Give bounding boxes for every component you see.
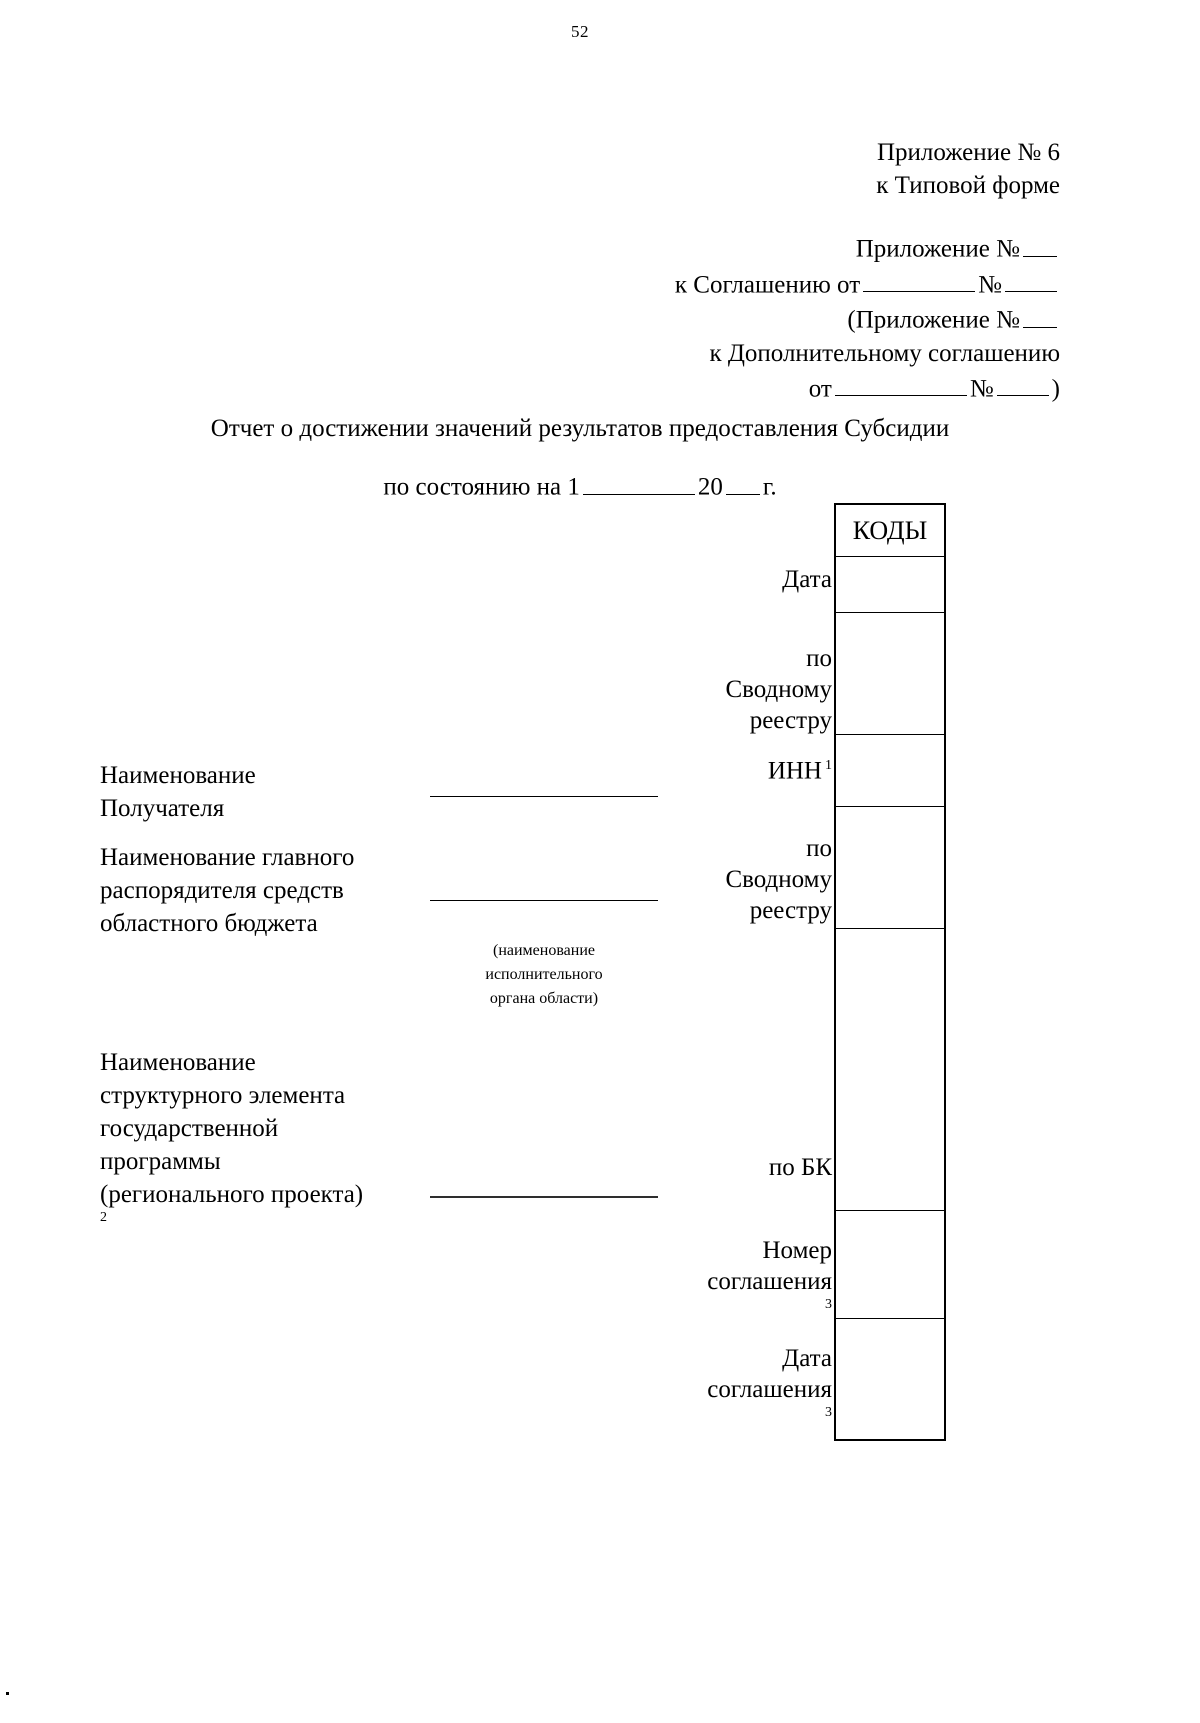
row-label-agreement-number: Номер соглашения 3	[502, 1204, 832, 1344]
executive-body-caption: (наименование исполнительного органа обл…	[404, 915, 684, 1011]
label-recipient-name-text: Наименование Получателя	[100, 762, 256, 822]
agreement-number-blank[interactable]	[1005, 266, 1057, 292]
report-month-blank[interactable]	[582, 468, 695, 495]
codes-table-header: КОДЫ	[836, 505, 944, 557]
header-spacer	[520, 202, 1060, 230]
label-chief-manager-text: Наименование главного распорядителя сред…	[100, 844, 355, 937]
sub-appendix-label: (Приложение №	[847, 306, 1020, 334]
appendix-number-line: Приложение №	[520, 230, 1060, 266]
codes-cell-date[interactable]	[836, 557, 944, 613]
date-prefix-label: по состоянию на 1	[383, 473, 580, 501]
row-label-consolidated-registry-2-text: по Сводному реестру	[725, 835, 832, 924]
row-label-date: Дата	[502, 564, 832, 595]
row-label-inn-text: ИНН	[767, 757, 822, 785]
document-title: Отчет о достижении значений результатов …	[210, 415, 950, 442]
agreement-prefix-label: к Соглашению от	[674, 271, 861, 298]
supplementary-date-blank[interactable]	[834, 370, 967, 396]
agreement-number-label: №	[978, 271, 1002, 298]
row-label-consolidated-registry-text: по Сводному реестру	[725, 645, 832, 734]
codes-cell-inn[interactable]	[836, 735, 944, 807]
close-paren: )	[1051, 375, 1060, 402]
appendix-header-block: Приложение № 6 к Типовой форме Приложени…	[520, 136, 1060, 405]
label-program-element: Наименование структурного элемента госуд…	[100, 1013, 460, 1258]
from-label: от	[808, 375, 832, 402]
year-suffix-label: г.	[762, 473, 777, 501]
row-label-by-bk-text: по БК	[768, 1154, 832, 1181]
recipient-name-rule[interactable]	[430, 796, 658, 797]
appendix-number-label: Приложение №	[855, 235, 1020, 263]
row-label-by-bk: по БК	[502, 1152, 832, 1183]
codes-cell-agreement-number[interactable]	[836, 1211, 944, 1319]
agreement-date-blank[interactable]	[863, 266, 976, 292]
supplementary-number-blank[interactable]	[996, 370, 1049, 396]
appendix-line-2: к Типовой форме	[876, 172, 1060, 199]
executive-body-caption-text: (наименование исполнительного органа обл…	[485, 942, 603, 1007]
row-label-agreement-date: Дата соглашения 3	[502, 1312, 832, 1452]
label-recipient-name: Наименование Получателя	[100, 726, 440, 825]
chief-manager-rule[interactable]	[430, 900, 658, 901]
appendix-line-1: Приложение № 6	[876, 139, 1060, 166]
from-number-label: №	[969, 375, 994, 402]
codes-cell-by-bk[interactable]	[836, 929, 944, 1211]
codes-table: КОДЫ	[834, 503, 946, 1441]
row-label-agreement-number-text: Номер соглашения	[707, 1237, 832, 1295]
row-label-consolidated-registry: по Сводному реестру	[502, 612, 832, 736]
appendix-number-blank[interactable]	[1023, 230, 1057, 257]
row-label-agreement-number-footnote: 3	[825, 1297, 832, 1312]
report-year-blank[interactable]	[725, 468, 760, 495]
codes-cell-consolidated-registry-2[interactable]	[836, 807, 944, 929]
codes-cell-agreement-date[interactable]	[836, 1319, 944, 1439]
page-number: 52	[571, 22, 589, 41]
row-label-inn-footnote: 1	[825, 758, 832, 773]
sub-appendix-number-blank[interactable]	[1023, 301, 1057, 328]
page-corner-mark	[6, 1692, 9, 1695]
codes-cell-consolidated-registry[interactable]	[836, 613, 944, 735]
sub-appendix-line: (Приложение №	[520, 301, 1060, 337]
supplementary-agreement-line: к Дополнительному соглашению	[709, 339, 1060, 367]
agreement-line: к Соглашению от №	[520, 266, 1060, 302]
year-prefix-label: 20	[697, 473, 723, 501]
row-label-agreement-date-text: Дата соглашения	[707, 1345, 832, 1403]
row-label-date-text: Дата	[782, 566, 832, 593]
program-element-rule[interactable]	[430, 1196, 658, 1198]
label-program-element-footnote: 2	[100, 1210, 107, 1225]
label-chief-manager: Наименование главного распорядителя сред…	[100, 808, 460, 940]
row-label-consolidated-registry-2: по Сводному реестру	[502, 802, 832, 926]
label-program-element-text: Наименование структурного элемента госуд…	[100, 1049, 364, 1208]
row-label-agreement-date-footnote: 3	[825, 1405, 832, 1420]
document-date-line: по состоянию на 1 20 г.	[0, 468, 1160, 502]
supplementary-from-line: от №)	[520, 370, 1060, 406]
